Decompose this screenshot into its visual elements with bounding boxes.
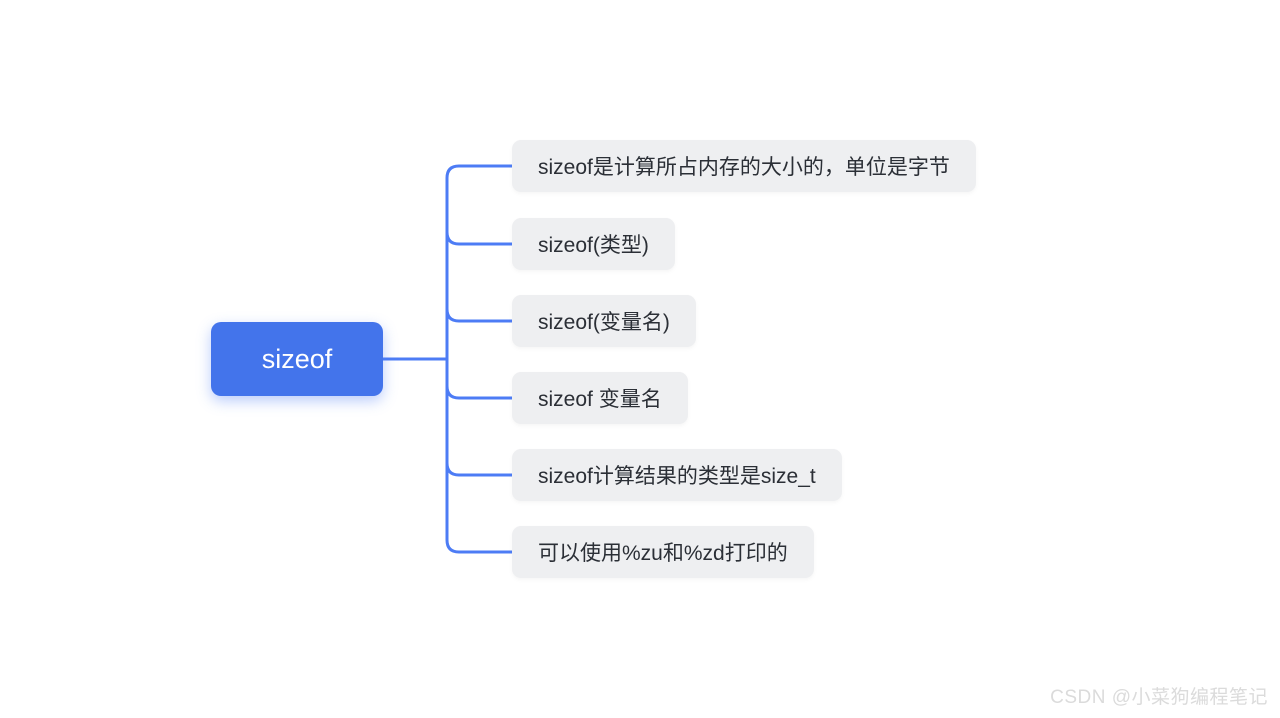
branch-node-sizeof-varname-paren[interactable]: sizeof(变量名) bbox=[512, 295, 696, 347]
branch-node-label: sizeof是计算所占内存的大小的，单位是字节 bbox=[538, 156, 950, 179]
root-node[interactable]: sizeof bbox=[211, 322, 383, 396]
connector-branch-3 bbox=[445, 307, 514, 323]
branch-node-print-format[interactable]: 可以使用%zu和%zd打印的 bbox=[512, 526, 814, 578]
branch-node-result-type[interactable]: sizeof计算结果的类型是size_t bbox=[512, 449, 842, 501]
connector-branch-2 bbox=[445, 230, 514, 246]
branch-node-label: sizeof 变量名 bbox=[538, 388, 662, 411]
connector-branch-5 bbox=[445, 461, 514, 477]
root-node-label: sizeof bbox=[261, 343, 333, 374]
csdn-watermark: CSDN @小菜狗编程笔记 bbox=[1050, 687, 1268, 708]
branch-node-label: sizeof(变量名) bbox=[538, 311, 670, 334]
branch-node-label: sizeof(类型) bbox=[538, 234, 649, 257]
branch-node-sizeof-varname[interactable]: sizeof 变量名 bbox=[512, 372, 688, 424]
branch-node-label: sizeof计算结果的类型是size_t bbox=[538, 465, 816, 488]
branch-node-sizeof-type[interactable]: sizeof(类型) bbox=[512, 218, 675, 270]
branch-node-definition[interactable]: sizeof是计算所占内存的大小的，单位是字节 bbox=[512, 140, 976, 192]
connector-branch-4 bbox=[445, 384, 514, 400]
branch-node-label: 可以使用%zu和%zd打印的 bbox=[538, 542, 788, 565]
connector-trunk bbox=[445, 164, 514, 554]
